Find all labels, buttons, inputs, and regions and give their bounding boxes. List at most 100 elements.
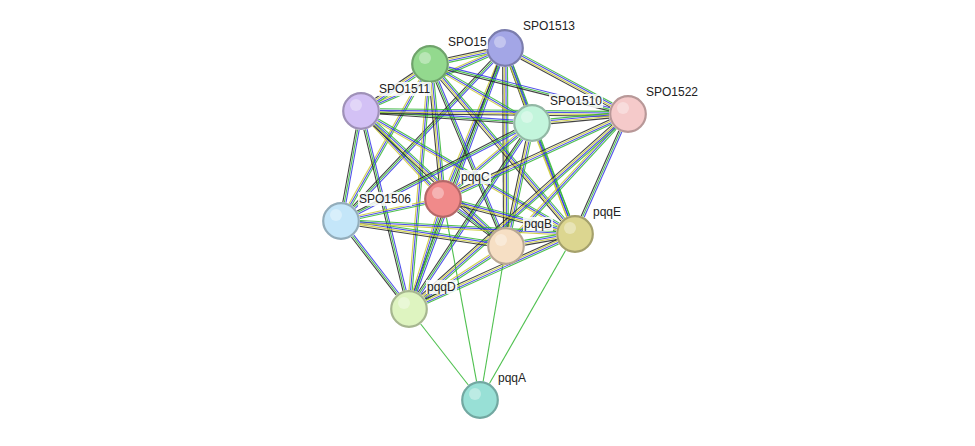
interaction-edge: [343, 129, 359, 202]
protein-node: SPO1513: [486, 29, 524, 67]
node-disc: [425, 181, 461, 217]
node-circle: [486, 29, 524, 67]
node-circle: [390, 290, 428, 328]
evidence-line: [448, 50, 486, 58]
protein-node: pqqE: [556, 215, 594, 253]
node-disc: [391, 291, 427, 327]
evidence-line: [375, 123, 492, 232]
evidence-line: [507, 67, 509, 227]
node-label: SPO15: [447, 35, 488, 49]
interaction-edge: [422, 125, 616, 298]
evidence-line: [551, 118, 609, 123]
node-label: SPO1506: [358, 192, 412, 206]
evidence-line: [449, 67, 610, 108]
protein-node: pqqC: [424, 180, 462, 218]
node-label: SPO1522: [645, 85, 699, 99]
node-gloss: [617, 102, 629, 114]
interaction-edge: [448, 67, 610, 111]
node-label: SPO1513: [522, 19, 576, 33]
node-gloss: [469, 388, 481, 400]
evidence-line: [429, 83, 438, 180]
node-gloss: [564, 222, 576, 234]
evidence-line: [360, 205, 425, 219]
node-circle: [487, 227, 525, 265]
evidence-line: [448, 51, 486, 59]
node-gloss: [330, 209, 342, 221]
node-label: pqqE: [592, 205, 622, 219]
node-label: pqqB: [523, 217, 553, 231]
evidence-line: [458, 137, 518, 188]
evidence-line: [521, 59, 611, 107]
interaction-edge: [421, 324, 469, 385]
interaction-edge: [551, 113, 610, 123]
node-label: pqqC: [460, 170, 491, 184]
node-disc: [412, 46, 448, 82]
evidence-line: [423, 126, 614, 296]
evidence-line: [373, 126, 490, 235]
node-disc: [487, 30, 523, 66]
node-gloss: [398, 297, 410, 309]
node-disc: [610, 96, 646, 132]
evidence-line: [373, 126, 429, 186]
node-disc: [462, 382, 498, 418]
node-gloss: [495, 234, 507, 246]
node-circle: [411, 45, 449, 83]
node-gloss: [432, 187, 444, 199]
node-disc: [514, 105, 550, 141]
node-circle: [322, 202, 360, 240]
evidence-line: [425, 128, 616, 298]
node-label: pqqD: [426, 280, 457, 294]
node-disc: [323, 203, 359, 239]
protein-node: pqqB: [487, 227, 525, 265]
evidence-line: [374, 125, 491, 234]
node-label: SPO1511: [378, 82, 431, 96]
evidence-line: [344, 130, 357, 203]
protein-node: pqqD: [390, 290, 428, 328]
protein-node: SPO1522: [609, 95, 647, 133]
node-gloss: [494, 36, 506, 48]
interaction-edge: [429, 83, 443, 181]
interaction-edge: [483, 265, 503, 382]
evidence-line: [424, 127, 615, 297]
node-disc: [488, 228, 524, 264]
node-disc: [343, 93, 379, 129]
interaction-edge: [351, 235, 398, 295]
evidence-line: [421, 324, 469, 385]
interaction-edge: [537, 140, 569, 217]
node-gloss: [350, 99, 362, 111]
node-label: SPO1510: [549, 94, 603, 108]
evidence-line: [581, 131, 619, 216]
evidence-line: [457, 212, 490, 236]
node-circle: [556, 215, 594, 253]
evidence-line: [444, 77, 564, 218]
evidence-line: [489, 250, 565, 383]
node-gloss: [419, 52, 431, 64]
evidence-line: [380, 114, 609, 117]
protein-node: SPO1511: [342, 92, 380, 130]
node-circle: [461, 381, 499, 419]
node-disc: [557, 216, 593, 252]
evidence-line: [377, 122, 494, 231]
evidence-line: [343, 129, 356, 202]
evidence-line: [351, 237, 396, 295]
protein-node: SPO1510: [513, 104, 551, 142]
evidence-line: [448, 69, 609, 110]
evidence-line: [431, 83, 440, 180]
node-circle: [342, 92, 380, 130]
protein-node: pqqA: [461, 381, 499, 419]
node-circle: [609, 95, 647, 133]
evidence-line: [354, 235, 399, 293]
node-label: pqqA: [497, 371, 527, 385]
protein-node: SPO15: [411, 45, 449, 83]
interaction-edge: [489, 250, 565, 383]
node-circle: [513, 104, 551, 142]
node-circle: [424, 180, 462, 218]
interaction-edge: [380, 109, 609, 116]
node-gloss: [521, 111, 533, 123]
evidence-line: [483, 265, 503, 382]
evidence-line: [583, 131, 621, 216]
interaction-edge: [521, 55, 613, 107]
evidence-line: [419, 139, 521, 293]
